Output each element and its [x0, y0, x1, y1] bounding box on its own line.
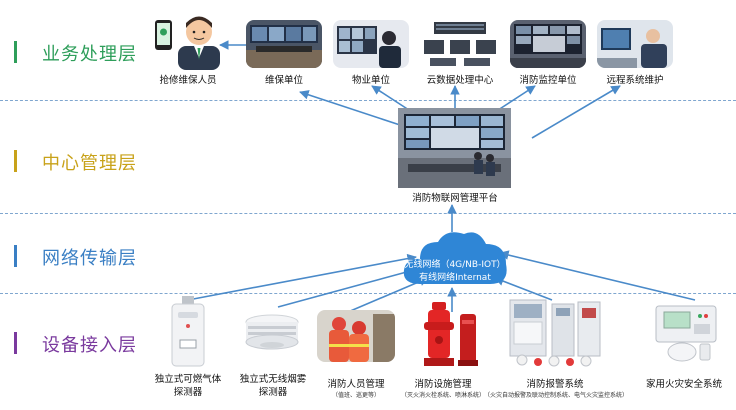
sub-fire-personnel: （值班、巡更等） [331, 392, 380, 399]
node-fire-monitoring-unit [510, 20, 586, 68]
cloud-line-wired: 有线网络Internat [419, 273, 491, 283]
layer-label-center: 中心管理层 [42, 153, 137, 174]
label-fire-alarm-system: 消防报警系统 [526, 379, 584, 390]
label-smoke-detector-2: 探测器 [258, 387, 288, 398]
node-property-unit [333, 20, 409, 68]
layer-label-business: 业务处理层 [42, 44, 137, 65]
label-fire-facilities: 消防设施管理 [414, 379, 472, 390]
layer-bar-device [14, 332, 17, 354]
layer-divider-3 [0, 293, 736, 294]
server-racks-image [424, 22, 496, 66]
home-fire-panel-image [655, 305, 717, 362]
node-fire-facilities [422, 300, 482, 368]
sub-fire-facilities: （灭火消火栓系统、喷淋系统） [400, 392, 485, 399]
label-fire-personnel: 消防人员管理 [327, 379, 385, 390]
label-repair-staff: 抢修维保人员 [159, 75, 217, 86]
firefighters-image [317, 310, 395, 362]
node-management-platform [398, 108, 511, 188]
layer-divider-2 [0, 213, 736, 214]
alarm-cabinets-image [509, 299, 601, 367]
smoke-detector-image [245, 314, 299, 350]
label-smoke-detector-1: 独立式无线烟雾 [239, 374, 307, 385]
label-cloud-data-center: 云数据处理中心 [426, 75, 494, 86]
label-maintenance-unit: 维保单位 [264, 75, 303, 86]
network-cloud [398, 226, 512, 290]
repair-staff-figure [155, 16, 220, 70]
layer-bar-business [14, 41, 17, 63]
node-smoke-detector [244, 312, 300, 356]
maintenance-room-image [246, 20, 322, 68]
label-remote-maintenance: 远程系统维护 [606, 75, 664, 86]
sub-fire-alarm-system: （火灾自动报警及联动控制系统、电气火灾监控系统） [484, 392, 629, 399]
node-maintenance-unit [246, 20, 322, 68]
node-repair-staff [150, 10, 225, 70]
cloud-icon [403, 232, 507, 284]
label-gas-detector-2: 探测器 [173, 387, 203, 398]
node-gas-detector [168, 296, 208, 368]
node-fire-personnel [317, 310, 395, 362]
arrow-center-to-remote [531, 85, 621, 139]
node-home-fire-system [652, 304, 720, 364]
monitoring-wall-image [510, 20, 586, 68]
layer-bar-network [14, 245, 17, 267]
property-office-image [333, 20, 409, 68]
label-property-unit: 物业单位 [351, 75, 390, 86]
layer-label-network: 网络传输层 [42, 248, 137, 269]
arrow-center-to-maint [299, 90, 401, 126]
layer-bar-center [14, 150, 17, 172]
node-cloud-data-center [422, 20, 498, 68]
node-fire-alarm-system [508, 296, 602, 368]
label-gas-detector-1: 独立式可燃气体 [154, 374, 222, 385]
label-management-platform: 消防物联网管理平台 [412, 193, 498, 204]
label-home-fire-system: 家用火灾安全系统 [645, 379, 722, 390]
cloud-line-wireless: 无线网络（4G/NB-IOT） [404, 260, 506, 270]
node-remote-maintenance [597, 20, 673, 68]
label-fire-monitoring-unit: 消防监控单位 [519, 75, 577, 86]
layer-divider-1 [0, 100, 736, 101]
remote-operator-image [597, 20, 673, 68]
hydrant-pump-image [424, 302, 478, 366]
layer-label-device: 设备接入层 [42, 335, 137, 356]
control-room-image [398, 108, 511, 188]
gas-detector-image [171, 296, 205, 367]
